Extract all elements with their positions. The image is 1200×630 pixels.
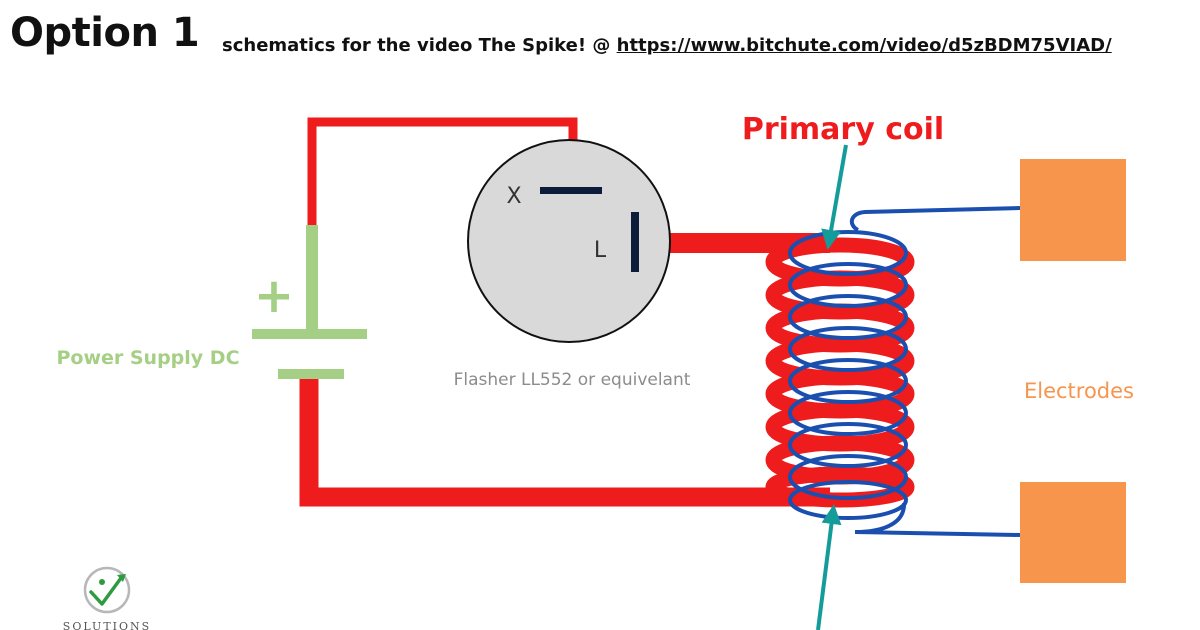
battery-positive-lead [306, 225, 318, 333]
solutions-logo: SOLUTIONS [63, 566, 151, 630]
video-link[interactable]: https://www.bitchute.com/video/d5zBDM75V… [616, 35, 1112, 56]
wire-battery-to-coil-bottom [299, 378, 830, 507]
primary-coil-label: Primary coil [742, 112, 944, 147]
battery-negative-plate [278, 369, 344, 379]
flasher-body [467, 139, 671, 343]
primary-coil-arrow [821, 144, 848, 250]
secondary-coil-loop [788, 422, 908, 468]
pin-x-label: X [506, 184, 521, 209]
terminal-x [540, 187, 602, 194]
secondary-coil-loop [788, 326, 908, 372]
power-supply-label: Power Supply DC [56, 347, 239, 369]
secondary-coil-arrow [816, 504, 842, 630]
electrodes-label: Electrodes [1024, 379, 1134, 403]
logo-check [89, 576, 123, 606]
electrodes: Electrodes [1020, 159, 1134, 583]
terminal-l [631, 212, 639, 272]
logo-arrow-head [117, 574, 126, 582]
secondary-lead-top [849, 206, 1021, 232]
secondary-coil-loop [788, 262, 908, 308]
secondary-coil-loop [788, 294, 908, 340]
plus-sign: + [254, 268, 294, 324]
secondary-coil [788, 206, 1021, 537]
logo-figure-head [99, 579, 105, 585]
electrode-top [1020, 159, 1126, 261]
secondary-coil-loop [788, 480, 908, 520]
secondary-lead-bottom [854, 502, 1021, 537]
secondary-coil-loop [788, 230, 908, 276]
electrode-bottom [1020, 482, 1126, 583]
flasher-label: Flasher LL552 or equivelant [454, 370, 691, 390]
pin-l-label: L [594, 238, 607, 263]
secondary-coil-loop [788, 454, 908, 500]
subtitle: schematics for the video The Spike! @ ht… [222, 35, 1112, 56]
subtitle-text: schematics for the video The Spike! @ [222, 35, 617, 56]
secondary-coil-loop [788, 390, 908, 436]
page-title: Option 1 [10, 10, 200, 56]
primary-coil-loop [765, 466, 915, 508]
secondary-coil-loop [788, 358, 908, 404]
logo-text: SOLUTIONS [63, 620, 151, 630]
dc-power-supply: + Power Supply DC [56, 225, 367, 379]
battery-positive-plate [252, 329, 367, 339]
flasher: X L Flasher LL552 or equivelant [454, 139, 691, 390]
logo-ring [83, 566, 131, 614]
